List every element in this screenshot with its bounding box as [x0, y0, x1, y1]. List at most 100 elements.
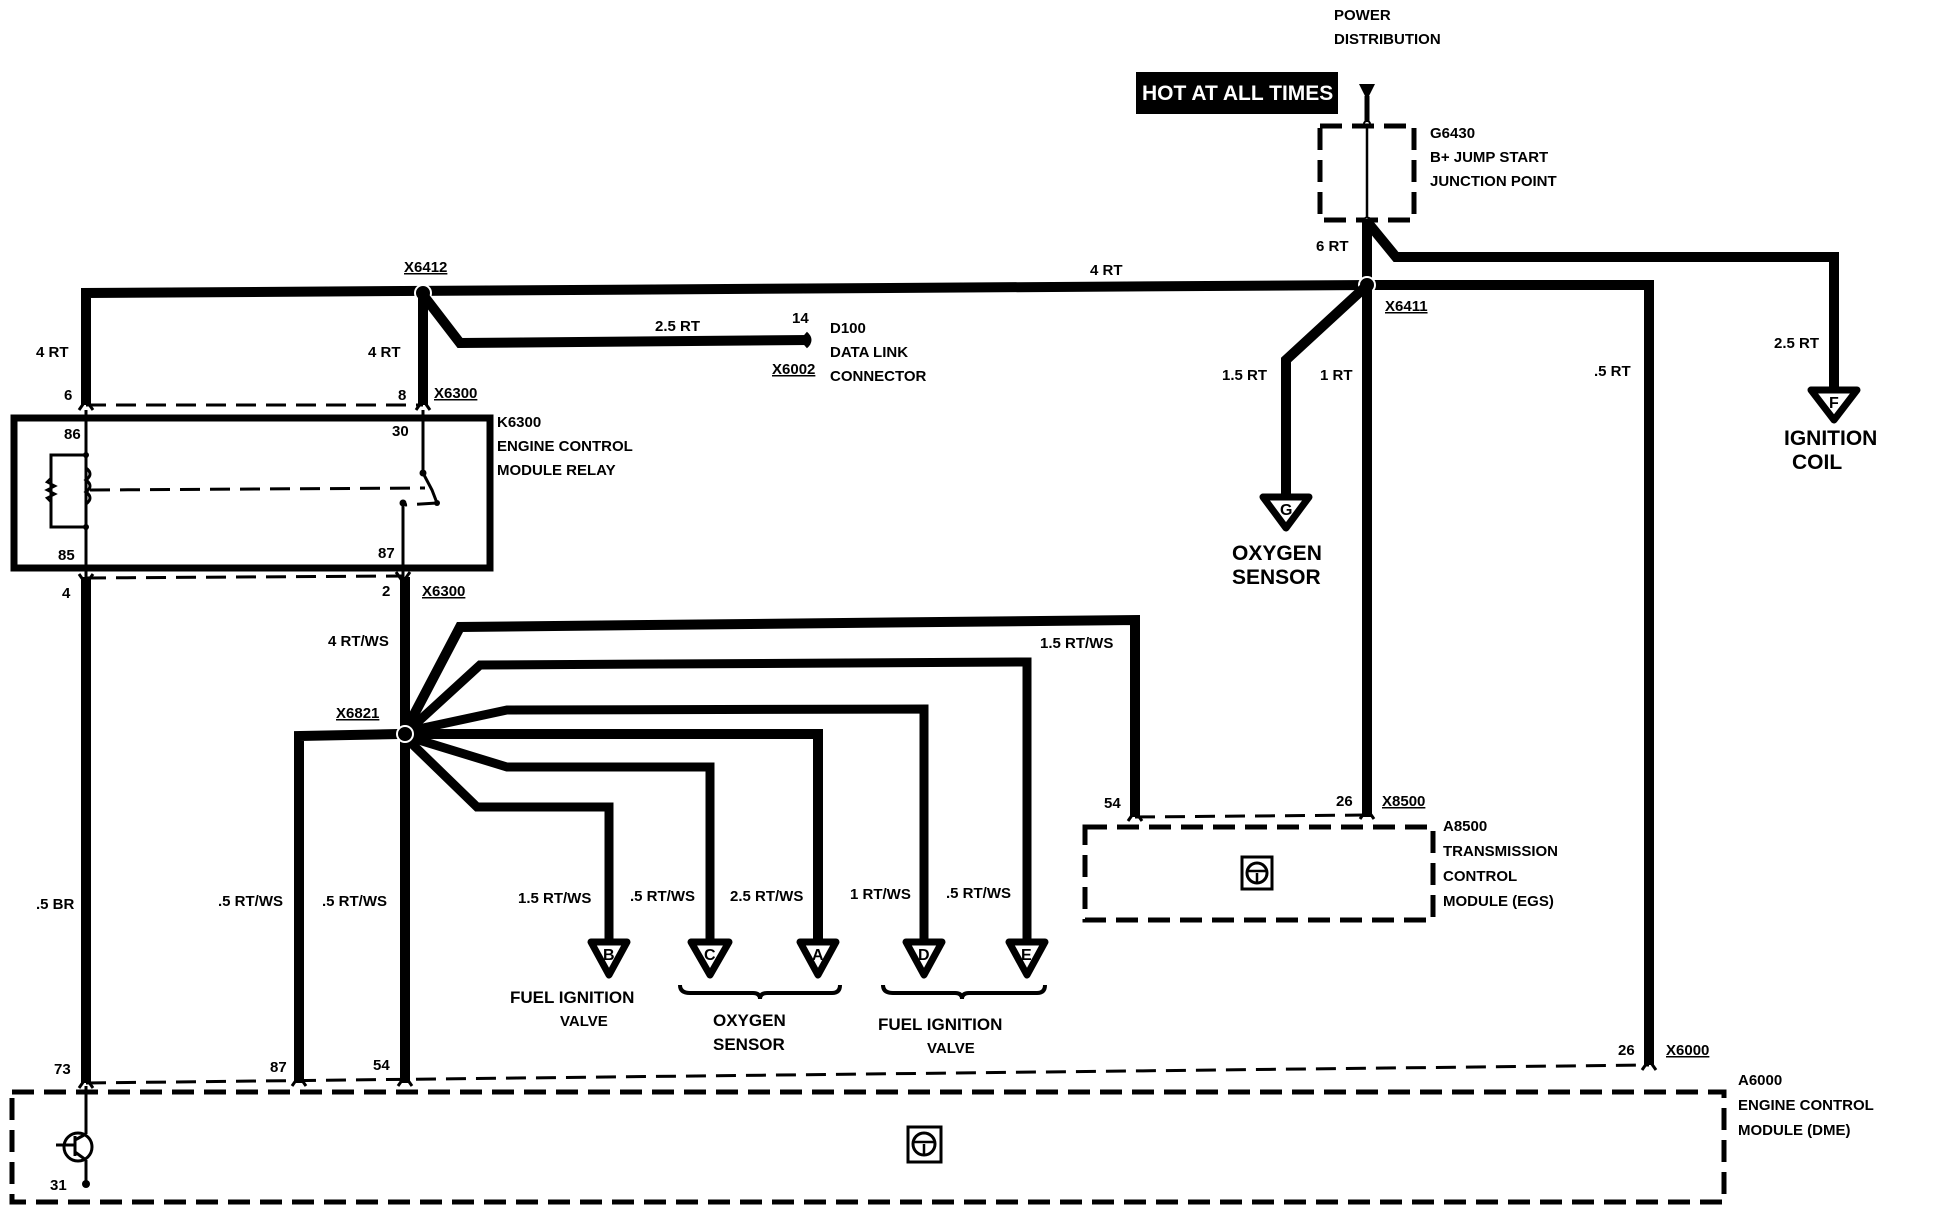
connector-a: A [796, 938, 840, 979]
wire-a-25rtws [405, 729, 823, 945]
wire-6rt-label: 6 RT [1316, 238, 1349, 255]
oxygen-sensor-top-label-2: SENSOR [1232, 566, 1321, 589]
wire-ignition-coil-label: 2.5 RT [1774, 335, 1819, 352]
module-icon [1240, 855, 1274, 891]
ignition-coil-label-2: COIL [1792, 451, 1842, 474]
pin-2: 2 [382, 583, 390, 600]
wire-oxygen-15rt-label: 1.5 RT [1222, 367, 1267, 384]
oxygen-sensor-top-label-1: OXYGEN [1232, 542, 1322, 565]
hot-badge-bg [1136, 72, 1338, 114]
wire-dlc-25rt [419, 292, 811, 349]
x8500-label: X8500 [1382, 793, 1425, 810]
a8500-name-2: CONTROL [1443, 868, 1517, 885]
a8500-pin-54: 54 [1104, 795, 1121, 812]
pin-8-arrow-icon [414, 397, 432, 411]
connector-letter-b: B [603, 947, 615, 964]
d100-pin-14: 14 [792, 310, 809, 327]
wire-e-05rtws [402, 657, 1032, 945]
hot-at-all-times-badge: HOT AT ALL TIMES [1136, 72, 1338, 114]
a6000-name-2: MODULE (DME) [1738, 1122, 1851, 1139]
pin-6: 6 [64, 387, 72, 404]
x6821-splice-node [396, 725, 414, 743]
x6821-label: X6821 [336, 705, 379, 722]
connector-letter-f: F [1829, 395, 1839, 412]
wire-c-05rtws [403, 731, 715, 945]
connector-e: E [1005, 938, 1049, 979]
connector-triangle-icon [1005, 938, 1049, 979]
a6000-pin-31: 31 [50, 1177, 67, 1194]
power-input-arrow-icon [1359, 84, 1375, 128]
pin-8: 8 [398, 387, 406, 404]
ignition-coil-connector: F [1807, 386, 1861, 424]
a6000-pin-54: 54 [373, 1057, 390, 1074]
wire-left-4rt-label: 4 RT [36, 344, 69, 361]
wire-egs54-15rtws [400, 614, 1140, 817]
x6412-label: X6412 [404, 259, 447, 276]
wire-dme54-05rtws-label: .5 RT/WS [322, 893, 387, 910]
a8500-pin-26: 26 [1336, 793, 1353, 810]
x8500-connector-line [1134, 813, 1368, 819]
oxygen-sensor-bottom-label-2: SENSOR [713, 1035, 785, 1054]
d100-id: D100 [830, 320, 866, 337]
wire-dme73-05br-label: .5 BR [36, 896, 75, 913]
x6300-top-label: X6300 [434, 385, 477, 402]
wire-d-1rtws [403, 704, 929, 945]
x6000-label: X6000 [1666, 1042, 1709, 1059]
connector-d: D [902, 938, 946, 979]
connector-c: C [687, 938, 733, 979]
pin-6-arrow-icon [77, 397, 95, 411]
connector-letter-c: C [704, 947, 716, 964]
wire-relay30-4rt-label: 4 RT [368, 344, 401, 361]
a6000-pin-87: 87 [270, 1059, 287, 1076]
fuel-ignition-valve-2-label-1: FUEL IGNITION [878, 1015, 1002, 1034]
x6411-label: X6411 [1385, 298, 1428, 315]
connector-letter-g: G [1280, 502, 1292, 519]
wire-d-label: 1 RT/WS [850, 886, 911, 903]
wire-main-4rt-bus [81, 279, 1373, 405]
connector-triangle-icon [1807, 386, 1861, 424]
pin-30: 30 [392, 423, 409, 440]
g6430-name-2: JUNCTION POINT [1430, 173, 1557, 190]
d100-name-2: CONNECTOR [830, 368, 927, 385]
pin-26-dme-arrow-icon [1640, 1057, 1658, 1071]
pin-73-arrow-icon [77, 1075, 95, 1089]
wire-egs-1rt-label: 1 RT [1320, 367, 1353, 384]
relay-coil-linkage [89, 486, 426, 492]
a8500-name-3: MODULE (EGS) [1443, 893, 1554, 910]
connector-letter-e: E [1021, 947, 1032, 964]
k6300-id: K6300 [497, 414, 541, 431]
a6000-pin-73: 73 [54, 1061, 71, 1078]
wire-b-label: 1.5 RT/WS [518, 890, 591, 907]
a6000-pin-26: 26 [1618, 1042, 1635, 1059]
connector-b: B [587, 938, 631, 979]
connector-letter-d: D [918, 947, 930, 964]
wire-dme-05rt-label: .5 RT [1594, 363, 1631, 380]
fuel-ignition-brace [881, 984, 1047, 1000]
d100-name-1: DATA LINK [830, 344, 908, 361]
connector-triangle-icon [687, 938, 733, 979]
wire-dme87-05rtws [294, 728, 406, 1083]
x6002-label: X6002 [772, 361, 815, 378]
fuel-ignition-valve-1-label-1: FUEL IGNITION [510, 988, 634, 1007]
connector-triangle-icon [587, 938, 631, 979]
pin-87-arrow-icon [290, 1073, 308, 1087]
k6300-name-2: MODULE RELAY [497, 462, 616, 479]
pin-4: 4 [62, 585, 71, 602]
pin-86: 86 [64, 426, 81, 443]
wire-e-label: .5 RT/WS [946, 885, 1011, 902]
oxygen-sensor-brace [678, 984, 842, 1000]
wire-a-label: 2.5 RT/WS [730, 888, 803, 905]
k6300-name-1: ENGINE CONTROL [497, 438, 633, 455]
wire-c-label: .5 RT/WS [630, 888, 695, 905]
g6430-id: G6430 [1430, 125, 1475, 142]
pin-26-arrow-icon [1358, 806, 1376, 820]
a6000-module-box [9, 1089, 1727, 1205]
pin-54-arrow-icon [1126, 808, 1144, 822]
a6000-id: A6000 [1738, 1072, 1782, 1089]
fuel-ignition-valve-2-label-2: VALVE [927, 1040, 975, 1057]
wire-b-15rtws [401, 733, 614, 945]
fuel-ignition-valve-1-label-2: VALVE [560, 1013, 608, 1030]
relay-coil-icon [44, 410, 92, 580]
power-distribution-label-2: DISTRIBUTION [1334, 31, 1441, 48]
